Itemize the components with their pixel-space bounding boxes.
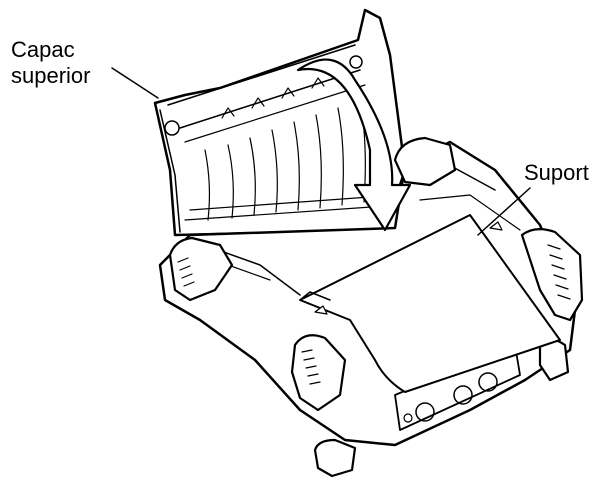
media-label: Suport xyxy=(524,160,589,185)
leader-line-top-cover xyxy=(111,67,159,99)
triangle-marker-icon xyxy=(489,221,503,231)
triangle-marker-icon xyxy=(314,305,328,315)
left-bumper xyxy=(168,236,357,478)
top-cover-label: Capac superior xyxy=(11,37,90,89)
leader-line-media xyxy=(477,187,531,236)
top-cover-label-line1: Capac xyxy=(11,37,75,62)
top-cover-label-line2: superior xyxy=(11,63,91,88)
curved-arrow-icon xyxy=(296,58,412,232)
media-sheet xyxy=(299,214,561,393)
